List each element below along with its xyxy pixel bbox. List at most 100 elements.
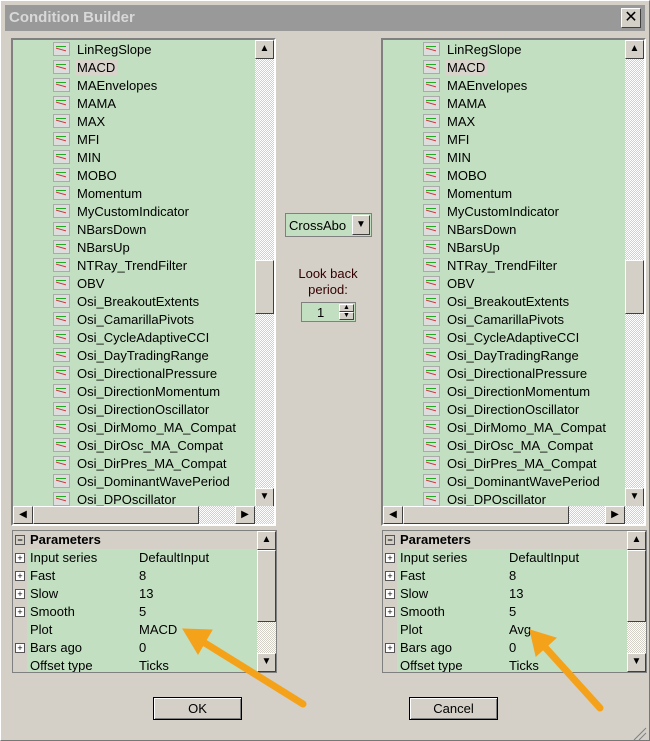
list-item[interactable]: NTRay_TrendFilter — [53, 257, 189, 275]
list-item[interactable]: MACD — [423, 59, 488, 77]
scroll-up-button[interactable]: ▲ — [625, 40, 644, 59]
list-item[interactable]: MyCustomIndicator — [53, 203, 191, 221]
list-item[interactable]: MFI — [53, 131, 101, 149]
scroll-down-button[interactable]: ▼ — [625, 488, 644, 507]
list-item[interactable]: Osi_DayTradingRange — [53, 347, 211, 365]
list-item[interactable]: NBarsDown — [53, 221, 148, 239]
parameter-value[interactable]: MACD — [139, 622, 178, 637]
expand-icon[interactable]: + — [385, 571, 395, 581]
parameter-value[interactable]: 5 — [509, 604, 517, 619]
scroll-up-button[interactable]: ▲ — [257, 531, 276, 550]
list-item[interactable]: Osi_DayTradingRange — [423, 347, 581, 365]
list-item[interactable]: MIN — [423, 149, 473, 167]
list-item[interactable]: LinRegSlope — [423, 41, 523, 59]
parameter-value[interactable]: 0 — [139, 640, 147, 655]
list-item[interactable]: MAX — [423, 113, 477, 131]
chevron-down-icon[interactable]: ▼ — [352, 215, 370, 235]
scroll-left-button[interactable]: ◀ — [13, 506, 33, 524]
list-item[interactable]: Osi_CamarillaPivots — [423, 311, 566, 329]
horizontal-scrollbar[interactable]: ◀▶ — [383, 506, 644, 524]
list-item[interactable]: MACD — [53, 59, 118, 77]
list-item[interactable]: Osi_DirPres_MA_Compat — [53, 455, 229, 473]
parameter-value[interactable]: DefaultInput — [509, 550, 580, 565]
list-item[interactable]: NTRay_TrendFilter — [423, 257, 559, 275]
parameter-value[interactable]: Ticks — [139, 658, 169, 673]
scroll-thumb[interactable] — [627, 550, 646, 622]
list-item[interactable]: MAEnvelopes — [423, 77, 529, 95]
list-item[interactable]: Momentum — [423, 185, 514, 203]
scroll-left-button[interactable]: ◀ — [383, 506, 403, 524]
scroll-right-button[interactable]: ▶ — [605, 506, 625, 524]
vertical-scrollbar[interactable]: ▲▼ — [255, 40, 274, 507]
list-item[interactable]: Osi_BreakoutExtents — [53, 293, 201, 311]
cancel-button[interactable]: Cancel — [409, 697, 498, 720]
scroll-down-button[interactable]: ▼ — [255, 488, 274, 507]
parameter-value[interactable]: 5 — [139, 604, 147, 619]
expand-icon[interactable]: + — [385, 589, 395, 599]
operator-dropdown[interactable]: CrossAbo ▼ — [285, 213, 372, 237]
list-item[interactable]: LinRegSlope — [53, 41, 153, 59]
list-item[interactable]: MAMA — [423, 95, 488, 113]
collapse-icon[interactable]: − — [385, 535, 395, 545]
list-item[interactable]: Momentum — [53, 185, 144, 203]
scroll-thumb-horizontal[interactable] — [33, 506, 199, 524]
scroll-up-button[interactable]: ▲ — [627, 531, 646, 550]
list-item[interactable]: Osi_DirectionalPressure — [53, 365, 219, 383]
list-item[interactable]: MAX — [53, 113, 107, 131]
list-item[interactable]: MOBO — [53, 167, 119, 185]
parameter-value[interactable]: 13 — [139, 586, 154, 601]
spin-down-button[interactable]: ▼ — [339, 312, 354, 320]
list-item[interactable]: MAMA — [53, 95, 118, 113]
expand-icon[interactable]: + — [15, 571, 25, 581]
list-item[interactable]: Osi_DominantWavePeriod — [53, 473, 232, 491]
parameter-value[interactable]: Avg — [509, 622, 532, 637]
list-item[interactable]: Osi_CamarillaPivots — [53, 311, 196, 329]
list-item[interactable]: MOBO — [423, 167, 489, 185]
parameters-scrollbar[interactable]: ▲▼ — [257, 531, 276, 672]
list-item[interactable]: OBV — [423, 275, 476, 293]
list-item[interactable]: Osi_DirectionMomentum — [53, 383, 222, 401]
list-item[interactable]: Osi_DPOscillator — [423, 491, 548, 509]
list-item[interactable]: Osi_DirectionalPressure — [423, 365, 589, 383]
list-item[interactable]: Osi_DirOsc_MA_Compat — [53, 437, 225, 455]
scroll-down-button[interactable]: ▼ — [257, 653, 276, 672]
expand-icon[interactable]: + — [385, 607, 395, 617]
scroll-thumb-horizontal[interactable] — [403, 506, 569, 524]
list-item[interactable]: MIN — [53, 149, 103, 167]
scroll-thumb[interactable] — [257, 550, 276, 622]
list-item[interactable]: MyCustomIndicator — [423, 203, 561, 221]
horizontal-scrollbar[interactable]: ◀▶ — [13, 506, 274, 524]
parameter-value[interactable]: 0 — [509, 640, 517, 655]
list-item[interactable]: MAEnvelopes — [53, 77, 159, 95]
scroll-thumb[interactable] — [625, 260, 644, 314]
list-item[interactable]: Osi_DPOscillator — [53, 491, 178, 509]
list-item[interactable]: Osi_DirectionOscillator — [53, 401, 211, 419]
list-item[interactable]: Osi_DirMomo_MA_Compat — [53, 419, 238, 437]
list-item[interactable]: Osi_CycleAdaptiveCCI — [53, 329, 211, 347]
parameter-value[interactable]: 8 — [509, 568, 517, 583]
list-item[interactable]: MFI — [423, 131, 471, 149]
close-button[interactable]: ✕ — [621, 8, 641, 28]
list-item[interactable]: Osi_DominantWavePeriod — [423, 473, 602, 491]
expand-icon[interactable]: + — [15, 607, 25, 617]
parameter-value[interactable]: DefaultInput — [139, 550, 210, 565]
vertical-scrollbar[interactable]: ▲▼ — [625, 40, 644, 507]
lookback-spinner[interactable]: 1 ▲ ▼ — [301, 302, 356, 322]
parameters-header[interactable]: −Parameters — [13, 531, 258, 549]
list-item[interactable]: Osi_BreakoutExtents — [423, 293, 571, 311]
expand-icon[interactable]: + — [15, 643, 25, 653]
list-item[interactable]: Osi_DirMomo_MA_Compat — [423, 419, 608, 437]
collapse-icon[interactable]: − — [15, 535, 25, 545]
